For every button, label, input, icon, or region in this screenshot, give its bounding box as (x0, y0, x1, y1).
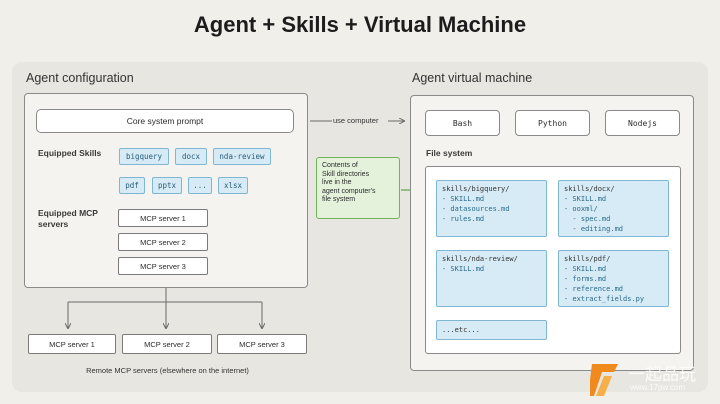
skill-chip: ... (188, 177, 212, 194)
note-line: file system (322, 196, 356, 203)
watermark: 一起品玩 www.17pw.com (590, 356, 710, 400)
file-item: - ooxml/ (564, 205, 598, 213)
file-item: - SKILL.md (442, 195, 485, 203)
bash-tool: Bash (425, 110, 500, 136)
watermark-logo-icon (590, 364, 618, 396)
file-item: - reference.md (564, 285, 624, 293)
equipped-mcp-server: MCP server 1 (118, 209, 208, 227)
file-item: - extract_fields.py (564, 295, 645, 303)
watermark-text: 一起品玩 (628, 365, 696, 385)
skill-folder-card: skills/docx/ - SKILL.md - ooxml/ - spec.… (558, 180, 669, 237)
file-item: - SKILL.md (442, 265, 485, 273)
folder-name: skills/docx/ (564, 185, 615, 193)
folder-name: skills/bigquery/ (442, 185, 510, 193)
note-line: Skill directories (322, 170, 370, 178)
equipped-skills-label: Equipped Skills (38, 148, 102, 158)
note-line: live in the (322, 179, 352, 186)
page-title: Agent + Skills + Virtual Machine (193, 12, 527, 37)
equipped-mcp-label: Equipped MCP (38, 208, 98, 218)
file-item: - editing.md (564, 225, 624, 233)
skill-folder-card: skills/pdf/ - SKILL.md - forms.md - refe… (558, 250, 669, 307)
folder-name: skills/nda-review/ (442, 255, 518, 263)
skill-chip: bigquery (119, 148, 169, 165)
core-system-prompt: Core system prompt (36, 109, 294, 133)
folder-name: skills/pdf/ (564, 255, 611, 263)
file-item: - spec.md (564, 215, 611, 223)
skill-chip: pdf (119, 177, 145, 194)
skill-chip: xlsx (218, 177, 248, 194)
remote-mcp-label: Remote MCP servers (elsewhere on the int… (86, 366, 249, 375)
note-line: agent computer's (322, 187, 376, 195)
remote-mcp-server: MCP server 3 (217, 334, 307, 354)
etc-card: ...etc... (436, 320, 547, 340)
vm-heading: Agent virtual machine (412, 71, 533, 85)
remote-mcp-server: MCP server 1 (28, 334, 116, 354)
skill-folder-card: skills/nda-review/ - SKILL.md (436, 250, 547, 307)
skill-chip: pptx (152, 177, 182, 194)
use-computer-label: use computer (333, 116, 379, 125)
python-tool: Python (515, 110, 590, 136)
file-item: - rules.md (442, 215, 485, 223)
file-item: - datasources.md (442, 205, 510, 213)
skill-chip: docx (175, 148, 207, 165)
file-item: - SKILL.md (564, 195, 607, 203)
agent-config-heading: Agent configuration (26, 71, 134, 85)
file-item: - SKILL.md (564, 265, 607, 273)
remote-mcp-server: MCP server 2 (122, 334, 212, 354)
file-item: - forms.md (564, 275, 607, 283)
file-system-label: File system (426, 148, 473, 158)
equipped-mcp-server: MCP server 3 (118, 257, 208, 275)
watermark-url: www.17pw.com (630, 383, 686, 392)
skill-chip: nda-review (213, 148, 271, 165)
skill-folder-card: skills/bigquery/ - SKILL.md - datasource… (436, 180, 547, 237)
equipped-mcp-label-2: servers (38, 219, 69, 229)
skill-directories-note: Contents of Skill directories live in th… (316, 157, 400, 219)
etc-label: ...etc... (442, 326, 480, 334)
note-line: Contents of (322, 162, 358, 169)
nodejs-tool: Nodejs (605, 110, 680, 136)
equipped-mcp-server: MCP server 2 (118, 233, 208, 251)
